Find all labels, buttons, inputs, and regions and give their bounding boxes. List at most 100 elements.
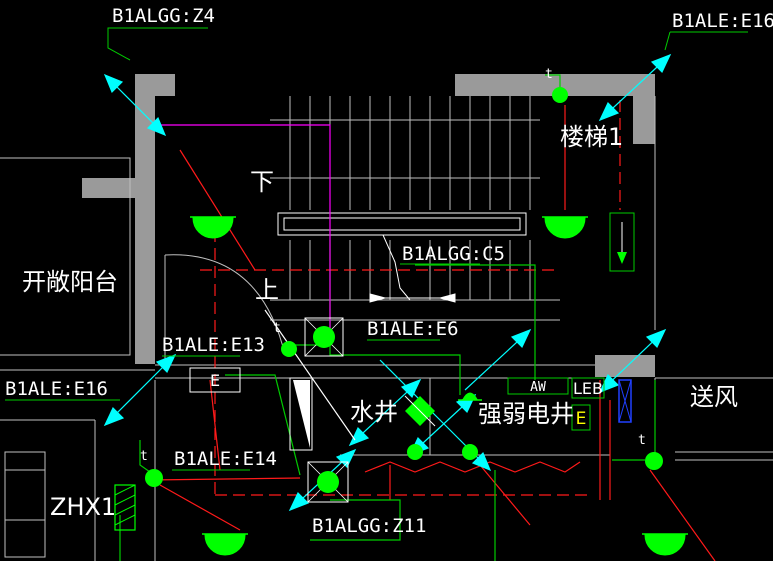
ceiling-light <box>544 217 586 239</box>
red-wiring <box>149 100 716 561</box>
arrow-head <box>438 293 456 303</box>
diamond-diag <box>404 395 436 427</box>
label-b1algg-z4: B1ALGG:Z4 <box>112 5 215 27</box>
stair-direction <box>369 293 456 303</box>
wire <box>139 440 151 473</box>
fan-box <box>307 461 349 503</box>
label-supply-air: 送风 <box>690 383 738 411</box>
hatch <box>114 494 136 506</box>
ceiling-light <box>192 217 234 239</box>
water-shaft-block <box>289 377 313 451</box>
tick-arrow <box>348 426 370 447</box>
detector-dot <box>145 469 163 487</box>
blue-cabinet <box>618 379 632 423</box>
zhx1-box <box>114 484 136 531</box>
duct-box <box>609 212 635 272</box>
label-b1ale-e6: B1ALE:E6 <box>367 318 459 340</box>
tick-arrow <box>155 353 177 374</box>
walls <box>82 74 655 377</box>
aw-box-label: AW <box>530 380 546 395</box>
stair-handrail <box>277 212 527 301</box>
tick-arrow <box>471 451 492 472</box>
wall-left <box>135 74 155 364</box>
wall-lower-right <box>595 355 655 377</box>
aw-box <box>507 377 569 395</box>
label-elec-shaft: 强弱电井 <box>478 400 574 428</box>
e-small-label: E <box>576 409 587 429</box>
hatch <box>114 484 136 496</box>
hatch <box>114 504 136 516</box>
ceiling-light <box>204 534 246 556</box>
handrail-inner <box>283 217 521 231</box>
wire <box>149 477 301 481</box>
label-b1algg-z11: B1ALGG:Z11 <box>312 515 426 537</box>
label-down: 下 <box>250 168 274 196</box>
wire <box>209 379 221 471</box>
e-box-label: E <box>210 371 220 390</box>
wall-left-stub <box>82 178 137 198</box>
arrow-head <box>369 293 387 303</box>
tick-line-white <box>264 309 356 441</box>
label-t: t <box>140 449 148 464</box>
detector-dot <box>552 87 568 103</box>
label-up: 上 <box>255 276 279 304</box>
label-t: t <box>545 67 553 82</box>
wire <box>545 74 561 90</box>
wire <box>179 149 256 271</box>
label-t: t <box>638 433 646 448</box>
detector-dot <box>281 341 297 357</box>
wire <box>415 264 536 380</box>
cabinet-outline <box>618 379 632 423</box>
tick-arrow <box>288 491 310 512</box>
detector-dot <box>407 444 423 460</box>
label-b1ale-e13: B1ALE:E13 <box>162 334 265 356</box>
leader <box>664 31 671 51</box>
tick-arrow <box>103 406 125 427</box>
label-zhx1: ZHX1 <box>50 493 116 521</box>
e-small-box <box>571 404 591 431</box>
tick-arrow <box>510 328 532 349</box>
label-open-balcony: 开敞阳台 <box>22 268 118 296</box>
leader <box>107 27 208 61</box>
zhx1-outline <box>114 484 136 531</box>
ceiling-light <box>644 534 686 556</box>
green-diamond <box>404 395 436 427</box>
label-b1ale-e16-top: B1ALE:E16 <box>672 10 773 32</box>
hatch <box>114 514 136 526</box>
tick-arrow <box>650 53 672 74</box>
fan-units <box>304 317 349 503</box>
tick-arrow <box>146 116 167 137</box>
label-b1ale-e16-left: B1ALE:E16 <box>5 378 108 400</box>
equipment-boxes: E AW LEB E <box>189 367 605 431</box>
tick-arrow <box>598 101 620 122</box>
door-swing <box>164 254 286 365</box>
label-t: t <box>273 321 281 336</box>
label-water-shaft: 水井 <box>350 398 398 426</box>
green-dots <box>145 87 663 487</box>
leb-box <box>571 377 605 399</box>
shaft-outline <box>289 377 313 451</box>
tick-arrow <box>645 328 667 349</box>
down-arrow-icon <box>617 252 627 264</box>
leb-box-label: LEB <box>573 379 603 398</box>
balcony-outline <box>0 157 131 356</box>
label-b1ale-e14: B1ALE:E14 <box>174 448 277 470</box>
handrail-outer <box>277 212 527 236</box>
wire <box>159 484 241 531</box>
fan-circle <box>317 471 339 493</box>
outline-box <box>4 451 46 558</box>
tick-arrow <box>400 378 422 399</box>
bell-icon <box>462 392 478 400</box>
light-fixtures <box>190 216 688 556</box>
magenta-wire <box>160 124 331 330</box>
label-b1algg-c5: B1ALGG:C5 <box>402 243 505 265</box>
label-stair-1: 楼梯1 <box>560 123 623 151</box>
wire-zigzag <box>364 461 581 473</box>
e-box <box>189 367 241 393</box>
stair-break-line <box>382 234 411 301</box>
leader-lines <box>5 27 748 471</box>
fan-circle <box>313 326 335 348</box>
wire <box>225 374 301 476</box>
wire <box>479 464 531 526</box>
detector-dot <box>645 452 663 470</box>
